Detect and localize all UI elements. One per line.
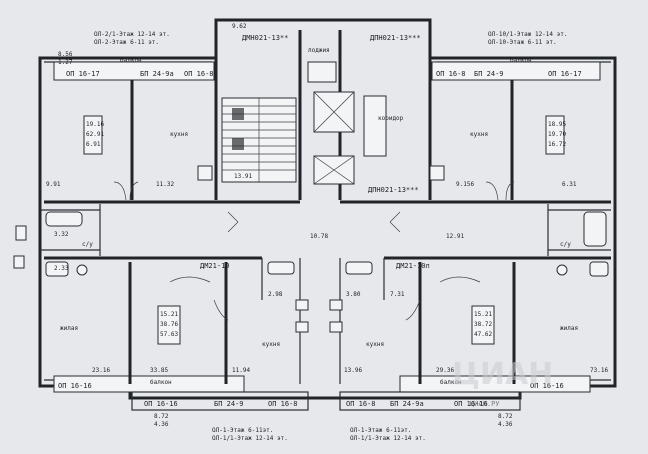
dim-3876: 38.76 [160,321,178,328]
label-lodge: лоджия [308,47,330,54]
label-op-16-16-bottom-left: ОП 16-16 [58,382,92,390]
label-op-16-17-right: ОП 16-17 [548,70,582,78]
watermark-subtext: ЦИАН.РУ [470,400,500,408]
dim-2936: 29.36 [436,367,454,374]
label-bp-24-9a-top: БП 24-9а [140,70,174,78]
label-top-left-panel-1: ОЛ-2/1-Этаж 12-14 эт. [94,31,170,38]
label-bp-24-9a-bottom: БП 24-9а [390,400,424,408]
interior-walls [40,30,611,384]
label-op-16-8-top-right: ОП 16-8 [436,70,466,78]
dim-1396: 13.96 [344,367,362,374]
label-bottom-left-panel-2: ОЛ-1/1-Этаж 12-14 эт. [212,435,288,442]
label-op-16-17-left: ОП 16-17 [66,70,100,78]
label-room-kitchen-bl: кухня [262,341,280,348]
dim-9191: 9.91 [46,181,61,188]
label-balcony-tr: балкон [510,57,532,64]
label-room-kitchen-br: кухня [366,341,384,348]
dim-436-right: 4.36 [498,421,513,428]
label-top-right-panel-2: ОЛ-10-Этаж 6-11 эт. [488,39,557,46]
area-box-top-right [545,115,565,155]
dim-3385: 33.85 [150,367,168,374]
label-bp-24-9-top: БП 24-9 [474,70,504,78]
dim-2316: 23.16 [92,367,110,374]
dim-1895: 18.95 [548,121,566,128]
label-op-16-16-bottom-right: ОП 16-16 [454,400,488,408]
area-box-top-left [83,115,103,155]
label-bottom-right-panel-2: ОЛ-1/1-Этаж 12-14 эт. [350,435,426,442]
dim-1194: 11.94 [232,367,250,374]
dim-631: 6.31 [562,181,577,188]
dim-436-left: 4.36 [154,421,169,428]
label-balcony-tl: балкон [120,57,142,64]
label-balcony-br: балкон [440,379,462,386]
label-bottom-left-panel-1: ОЛ-1-Этаж 6-11эт. [212,427,273,434]
door-swings [113,181,515,321]
dim-127: 1.27 [58,59,73,66]
label-hall: коридор [378,115,404,122]
label-room-living-br: жилая [560,325,578,332]
dim-4762: 47.62 [474,331,492,338]
panel-labels: ОЛ-2/1-Этаж 12-14 эт. ОЛ-2-Этаж 6-11 эт.… [58,31,582,442]
room-labels: кухня кухня жилая жилая кухня кухня балк… [60,57,578,386]
label-balcony-bl: балкон [150,379,172,386]
dim-872-left: 8.72 [154,413,169,420]
dim-332: 3.32 [54,231,69,238]
label-door-top-right: ДПН021-13*** [370,34,421,42]
label-bottom-right-panel-1: ОЛ-1-Этаж 6-11эт. [350,427,411,434]
label-bath-right: с/у [560,241,571,248]
label-door-top-left: ДМН021-13** [242,34,288,42]
dim-9156: 9.156 [456,181,474,188]
dim-1521-right: 15.21 [474,311,492,318]
dim-6291: 62.91 [86,131,104,138]
dim-1291: 12.91 [446,233,464,240]
elevator-shafts [307,61,387,185]
dim-962: 9.62 [232,23,247,30]
dim-1132: 11.32 [156,181,174,188]
watermark-text: ЦИАН [452,357,553,392]
label-op-16-16-bottom-left-2: ОП 16-16 [144,400,178,408]
label-door-right: ДМ21-10л [396,262,430,270]
label-bp-24-9-bottom: БП 24-9 [214,400,244,408]
staircase [221,97,297,183]
dim-872-right: 8.72 [498,413,513,420]
dim-1391: 13.91 [234,173,252,180]
label-op-16-8-top-left: ОП 16-8 [184,70,214,78]
dim-1078: 10.78 [310,233,328,240]
dim-1672: 16.72 [548,141,566,148]
label-op-16-16-bottom-right-2: ОП 16-16 [530,382,564,390]
dim-380: 3.80 [346,291,361,298]
bathroom-fixtures [13,165,609,333]
dim-691: 6.91 [86,141,101,148]
dim-3872: 38.72 [474,321,492,328]
area-box-bottom-left [157,305,181,345]
label-op-16-8-bottom-2: ОП 16-8 [346,400,376,408]
dim-856: 8.56 [58,51,73,58]
label-top-left-panel-2: ОЛ-2-Этаж 6-11 эт. [94,39,159,46]
dim-731: 7.31 [390,291,405,298]
dim-233: 2.33 [54,265,69,272]
label-top-right-panel-1: ОЛ-10/1-Этаж 12-14 эт. [488,31,567,38]
dim-5763: 57.63 [160,331,178,338]
label-room-living-bl: жилая [60,325,78,332]
dim-7316: 73.16 [590,367,608,374]
dim-1970: 19.70 [548,131,566,138]
dim-1916: 19.16 [86,121,104,128]
dim-1521: 15.21 [160,311,178,318]
label-room-kitchen-tr: кухня [470,131,488,138]
label-bath-left: с/у [82,241,93,248]
label-door-left: ДМ21-10 [200,262,230,270]
label-room-kitchen-tl: кухня [170,131,188,138]
label-door-mid-right: ДПН021-13*** [368,186,419,194]
watermark: ЦИАН ЦИАН.РУ [452,357,553,408]
dimension-labels: 8.56 1.27 9.62 19.16 62.91 6.91 9.91 11.… [46,23,608,428]
dim-298: 2.98 [268,291,283,298]
label-op-16-8-bottom: ОП 16-8 [268,400,298,408]
outer-walls [38,18,617,411]
area-box-bottom-right [471,305,495,345]
